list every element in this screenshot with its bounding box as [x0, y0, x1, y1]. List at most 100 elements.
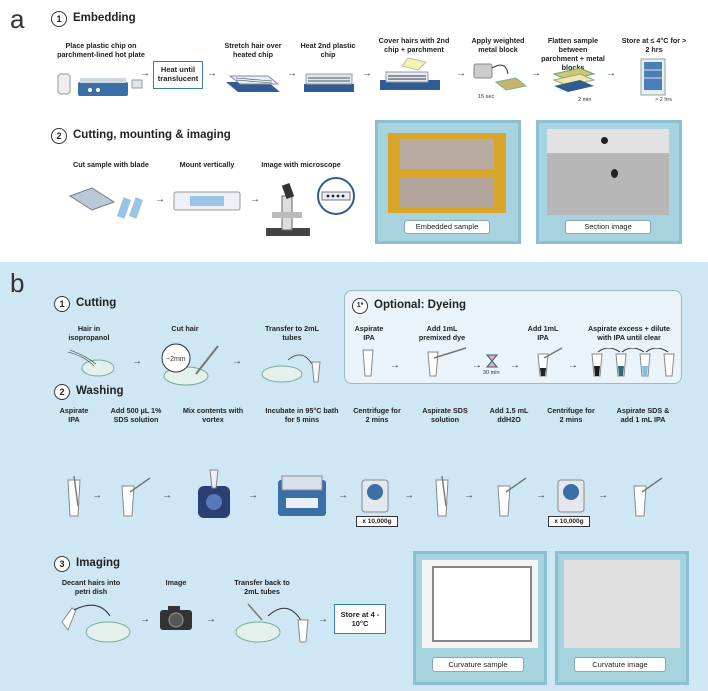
heat-until-translucent-box: Heat until translucent [153, 61, 203, 89]
label-heat-second-chip: Heat 2nd plastic chip [300, 41, 356, 59]
label-aspirate-ipa-dye: Aspirate IPA [354, 324, 384, 342]
centrifuge-icon [361, 479, 389, 513]
embedded-sample-caption: Embedded sample [404, 220, 490, 234]
embedded-sample-frame: Embedded sample [375, 120, 521, 244]
arrow: → [287, 68, 297, 79]
step-1-title: Embedding [73, 12, 136, 24]
label-flatten-sample: Flatten sample between parchment + metal… [541, 36, 605, 72]
dyed-tube-icon [537, 347, 563, 377]
cutting-step-number: 1 [54, 296, 70, 312]
label-cut-hair: Cut hair [171, 324, 199, 333]
g-force-tag-2: x 10,000g [548, 516, 590, 527]
washing-step-number: 2 [54, 384, 70, 400]
label-wash-centrifuge-2: Centrifuge for 2 mins [547, 406, 595, 424]
section-image-photo [547, 129, 669, 215]
tube-icon [121, 477, 151, 517]
refrigerator-icon [640, 58, 666, 96]
arrow: → [92, 490, 102, 501]
second-chip-icon [304, 73, 354, 92]
timer-2-min: 2 min [578, 97, 592, 103]
arrow: → [456, 68, 466, 79]
label-weighted-block: Apply weighted metal block [471, 36, 525, 54]
label-wash-incubate: Incubate in 95°C bath for 5 mins [265, 406, 339, 424]
arrow: → [162, 490, 172, 501]
arrow: → [250, 194, 260, 205]
label-wash-centrifuge-1: Centrifuge for 2 mins [353, 406, 401, 424]
label-hair-isopropanol: Hair in isopropanol [68, 324, 110, 342]
blade-cutting-icon [68, 187, 144, 219]
pipette-tube-icon [427, 347, 467, 377]
label-wash-aspirate-add-ipa: Aspirate SDS & add 1 mL IPA [616, 406, 670, 424]
arrow: → [531, 68, 541, 79]
arrow: → [318, 614, 328, 625]
mount-slide-icon [173, 191, 241, 211]
label-cover-hairs: Cover hairs with 2nd chip + parchment [378, 36, 450, 54]
label-decant-hairs: Decant hairs into petri dish [61, 578, 121, 596]
arrow: → [206, 614, 216, 625]
arrow: → [132, 356, 142, 367]
optional-dyeing-box [344, 290, 682, 384]
arrow: → [155, 194, 165, 205]
dyeing-step-title: Optional: Dyeing [374, 299, 466, 311]
step-1-number: 1 [51, 11, 67, 27]
label-wash-aspirate-sds: Aspirate SDS solution [422, 406, 468, 424]
dye-timer: 30 min [483, 370, 500, 376]
curvature-image-photo [564, 560, 680, 648]
arrow: → [140, 68, 150, 79]
tube-icon [67, 476, 81, 517]
embedded-sample-photo [388, 133, 506, 213]
label-add-dye: Add 1mL premixed dye [418, 324, 466, 342]
dyeing-step-number: 1* [352, 298, 368, 314]
label-wash-vortex: Mix contents with vortex [182, 406, 244, 424]
g-force-tag-1: x 10,000g [356, 516, 398, 527]
label-place-chip: Place plastic chip on parchment-lined ho… [57, 41, 145, 59]
curvature-sample-caption: Curvature sample [432, 657, 524, 672]
arrow: → [472, 360, 482, 371]
decant-dish-icon [61, 604, 131, 643]
label-add-ipa: Add 1mL IPA [527, 324, 559, 342]
cutting-step-title: Cutting [76, 297, 117, 309]
section-image-caption: Section image [565, 220, 651, 234]
arrow: → [464, 490, 474, 501]
transfer-tube-icon [261, 354, 321, 383]
tube-icon [633, 477, 663, 517]
arrow: → [248, 490, 258, 501]
centrifuge-icon [557, 479, 585, 513]
camera-icon [160, 606, 192, 630]
label-transfer-back: Transfer back to 2mL tubes [234, 578, 290, 596]
label-cut-sample: Cut sample with blade [73, 160, 149, 169]
arrow: → [536, 490, 546, 501]
label-mount-vertically: Mount vertically [179, 160, 235, 169]
tube-icon [435, 476, 449, 517]
curvature-sample-photo [422, 560, 538, 648]
cover-hairs-icon [380, 57, 440, 90]
curvature-image-caption: Curvature image [574, 657, 666, 672]
washing-step-title: Washing [76, 385, 124, 397]
store-box: Store at 4 - 10°C [334, 604, 386, 634]
tube-icon [362, 349, 374, 377]
label-image: Image [165, 578, 187, 587]
transfer-back-icon [235, 603, 309, 643]
panel-a-letter: a [10, 4, 25, 34]
label-transfer-tubes: Transfer to 2mL tubes [265, 324, 319, 342]
weighted-block-icon [473, 63, 528, 91]
label-wash-add-water: Add 1.5 mL ddH2O [489, 406, 529, 424]
microscope-icon [266, 177, 355, 236]
vortex-icon [198, 469, 230, 518]
label-image-microscope: Image with microscope [261, 160, 341, 169]
arrow: → [606, 68, 616, 79]
petri-dish-icon [67, 349, 115, 377]
flatten-stack-icon [552, 67, 596, 92]
step-2-title: Cutting, mounting & imaging [73, 129, 231, 141]
hourglass-icon [486, 354, 498, 368]
arrow: → [404, 490, 414, 501]
section-image-frame: Section image [536, 120, 682, 244]
imaging-step-title: Imaging [76, 557, 121, 569]
curvature-image-frame: Curvature image [555, 551, 689, 685]
water-bath-icon [278, 475, 326, 516]
cut-hair-icon [161, 343, 219, 386]
arrow: → [390, 360, 400, 371]
timer-15-sec: 15 sec [478, 94, 495, 100]
step-2-number: 2 [51, 128, 67, 144]
arrow: → [338, 490, 348, 501]
